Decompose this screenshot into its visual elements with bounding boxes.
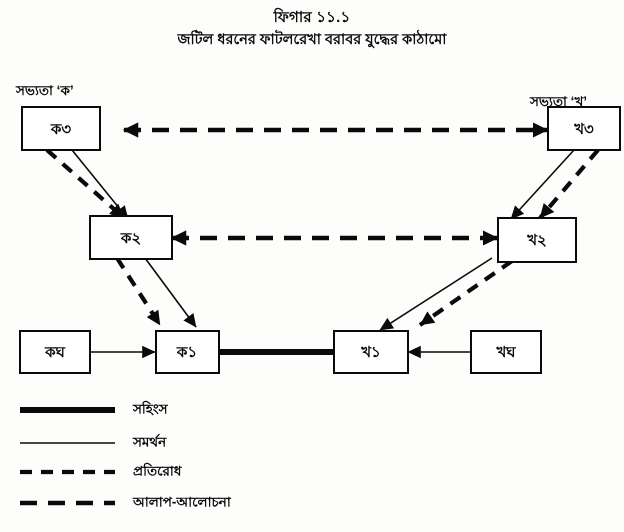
legend-item-violent: সহিংস: [20, 400, 169, 417]
legend-label-negotiation: আলাপ-আলোচনা: [132, 495, 232, 510]
node-b1: খ১: [333, 330, 409, 374]
edge-a2-a1-resistance: [115, 256, 162, 327]
edge-a3-a2-resistance: [45, 148, 126, 220]
node-b3: খ৩: [547, 106, 621, 151]
node-b4-box: [470, 330, 542, 374]
node-a1-box: [155, 330, 220, 374]
figure-subtitle: জটিল ধরনের ফাটলরেখা বরাবর যুদ্ধের কাঠামো: [177, 32, 447, 49]
side-label-right: সভ্যতা ‘খ’: [529, 94, 587, 109]
node-a3-box: [21, 106, 101, 151]
node-b4-label: খঘ: [495, 344, 516, 361]
node-a4-box: [19, 330, 91, 374]
node-b4: খঘ: [470, 330, 542, 374]
edge-a2-a1-support: [144, 257, 197, 328]
side-label-left: সভ্যতা ‘ক’: [15, 83, 74, 98]
node-b1-label: খ১: [360, 344, 381, 361]
node-b3-label: খ৩: [573, 121, 594, 138]
figure-header: ফিগার ১১.১ জটিল ধরনের ফাটলরেখা বরাবর যুদ…: [0, 8, 624, 51]
legend-label-support: সমর্থন: [132, 433, 167, 450]
node-b2: খ২: [497, 217, 577, 263]
node-b2-box: [497, 217, 577, 263]
node-a2: ক২: [89, 215, 173, 260]
node-a1: ক১: [155, 330, 220, 374]
legend-item-negotiation: আলাপ-আলোচনা: [20, 495, 232, 510]
legend-label-resistance: প্রতিরোধ: [133, 462, 183, 479]
node-a3-label: ক৩: [50, 121, 71, 138]
node-a4: কঘ: [19, 330, 91, 374]
node-a1-label: ক১: [176, 344, 197, 361]
legend-item-resistance: প্রতিরোধ: [20, 462, 183, 479]
node-b3-box: [547, 106, 621, 151]
edge-b2-b1-resistance: [418, 259, 514, 327]
node-a2-box: [89, 215, 173, 260]
figure-title: ফিগার ১১.১: [273, 9, 351, 26]
edge-b3-b2-resistance: [538, 148, 600, 220]
legend: সহিংস সমর্থন প্রতিরোধ আলাপ-আলোচনা: [20, 400, 232, 510]
edge-a3-a2-support: [71, 149, 129, 220]
edge-b3-b2-support: [510, 149, 575, 220]
node-a4-label: কঘ: [44, 344, 65, 361]
node-a3: ক৩: [21, 106, 101, 151]
node-b1-box: [333, 330, 409, 374]
legend-label-violent: সহিংস: [132, 400, 169, 417]
legend-item-support: সমর্থন: [20, 433, 167, 450]
edge-b2-b1-support: [379, 257, 493, 331]
node-b2-label: খ২: [526, 232, 547, 249]
node-a2-label: ক২: [120, 230, 141, 247]
